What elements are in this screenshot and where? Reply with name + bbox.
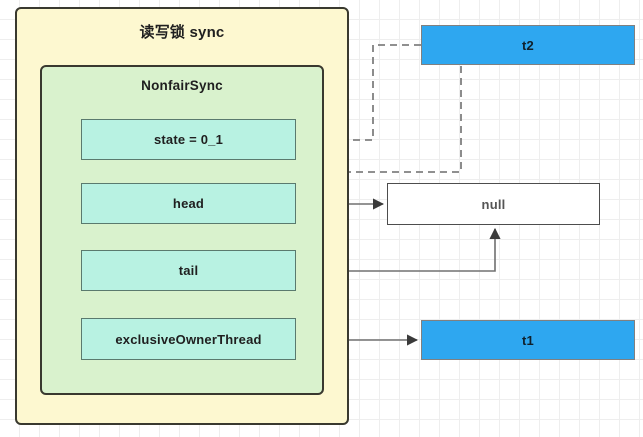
sync-container-label: 读写锁 sync [139, 24, 225, 41]
head-field-box[interactable]: head [81, 183, 296, 224]
tail-field-label: tail [178, 263, 199, 278]
state-field-label: state = 0_1 [153, 132, 224, 147]
thread-t1-label: t1 [522, 332, 534, 348]
thread-t2-box[interactable]: t2 [421, 25, 635, 65]
state-field-box[interactable]: state = 0_1 [81, 119, 296, 160]
thread-t1-box[interactable]: t1 [421, 320, 635, 360]
exclusive-owner-thread-field-label: exclusiveOwnerThread [115, 331, 262, 347]
thread-t2-label: t2 [522, 37, 534, 53]
head-field-label: head [172, 196, 205, 211]
nonfairsync-container-label: NonfairSync [141, 78, 223, 93]
tail-field-box[interactable]: tail [81, 250, 296, 291]
null-node-box[interactable]: null [387, 183, 600, 225]
null-node-label: null [481, 196, 506, 212]
exclusive-owner-thread-field-box[interactable]: exclusiveOwnerThread [81, 318, 296, 360]
